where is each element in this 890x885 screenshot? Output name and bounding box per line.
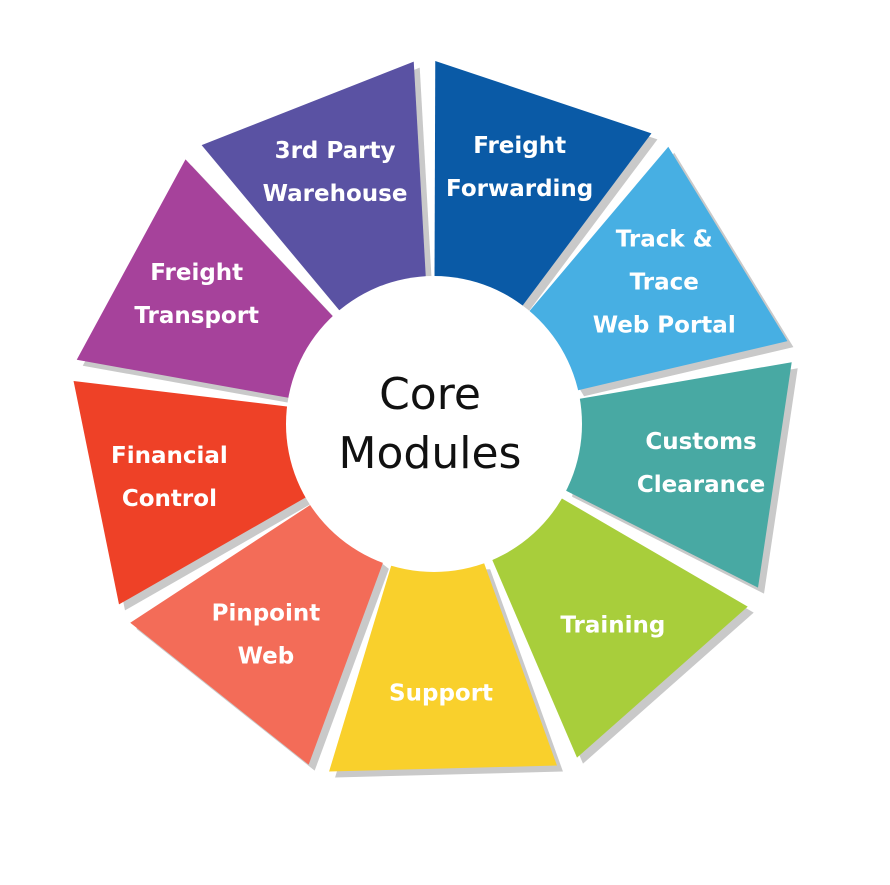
segment-training xyxy=(492,498,748,758)
segment-freight-forwarding xyxy=(434,61,652,306)
segment-label-financial-control-line-1: Financial xyxy=(111,443,228,469)
segment-track-trace-web-portal xyxy=(529,146,788,391)
segment-label-freight-transport-line-2: Transport xyxy=(134,303,259,329)
segment-label-pinpoint-web-line-2: Web xyxy=(238,643,295,669)
segment-label-financial-control-line-2: Control xyxy=(122,486,217,512)
center-label-line-1: Core xyxy=(379,369,481,420)
segment-label-3rd-party-warehouse-line-1: 3rd Party xyxy=(275,138,396,164)
center-disc xyxy=(286,276,582,572)
segment-label-training-line-1: Training xyxy=(560,613,665,639)
segment-3rd-party-warehouse xyxy=(201,61,426,311)
center-label-line-2: Modules xyxy=(339,428,522,479)
segment-customs-clearance xyxy=(566,362,792,588)
segment-label-freight-forwarding-line-1: Freight xyxy=(473,133,566,159)
segment-label-3rd-party-warehouse-line-2: Warehouse xyxy=(263,181,408,207)
segment-financial-control xyxy=(73,381,306,605)
segment-label-freight-transport-line-1: Freight xyxy=(150,260,243,286)
segment-freight-transport xyxy=(76,159,333,398)
segment-pinpoint-web xyxy=(130,505,383,765)
segment-label-customs-clearance-line-2: Clearance xyxy=(637,472,765,498)
segment-label-pinpoint-web-line-1: Pinpoint xyxy=(212,600,321,626)
segment-label-support-line-1: Support xyxy=(389,680,493,706)
segment-label-customs-clearance-line-1: Customs xyxy=(645,429,756,455)
segment-label-freight-forwarding-line-2: Forwarding xyxy=(446,176,593,202)
segment-label-track-trace-web-portal-line-3: Web Portal xyxy=(593,312,736,338)
segment-support xyxy=(329,563,557,772)
segment-label-track-trace-web-portal-line-1: Track & xyxy=(616,226,713,252)
segment-label-track-trace-web-portal-line-2: Trace xyxy=(630,269,699,295)
